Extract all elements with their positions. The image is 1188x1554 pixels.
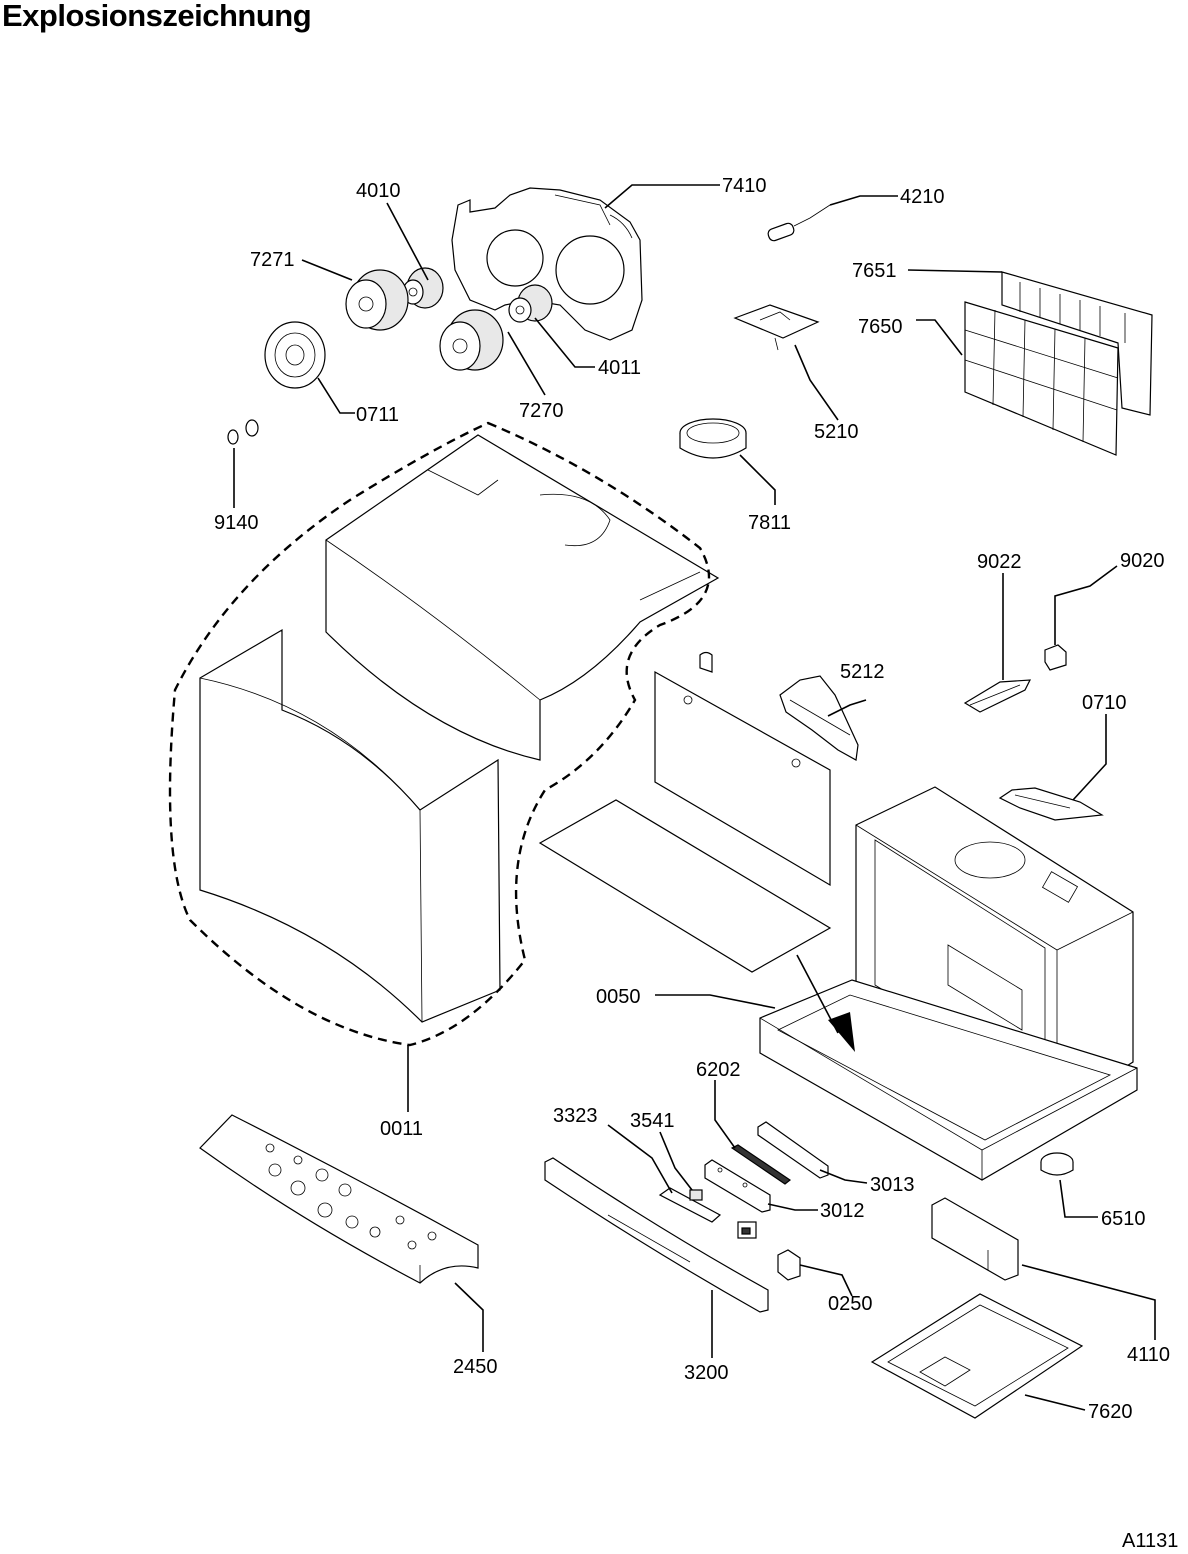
part-label-6202: 6202 bbox=[696, 1059, 741, 1081]
part-label-3200: 3200 bbox=[684, 1362, 729, 1384]
page-title: Explosionszeichnung bbox=[2, 0, 312, 33]
part-label-4010: 4010 bbox=[356, 180, 401, 202]
direction-arrow bbox=[796, 954, 855, 1052]
part-label-0050: 0050 bbox=[596, 986, 641, 1008]
bottom-frame-part bbox=[759, 979, 1138, 1181]
part-label-0250: 0250 bbox=[828, 1293, 873, 1315]
part-label-6510: 6510 bbox=[1101, 1208, 1146, 1230]
circuit-board-3012-part bbox=[704, 1159, 771, 1213]
part-label-3323: 3323 bbox=[553, 1105, 598, 1127]
part-label-4011: 4011 bbox=[598, 357, 641, 379]
chimney-assembly-outline bbox=[168, 421, 711, 1047]
part-label-4210: 4210 bbox=[900, 186, 945, 208]
part-label-9140: 9140 bbox=[214, 512, 259, 534]
part-label-7270: 7270 bbox=[519, 400, 564, 422]
part-label-0011: 0011 bbox=[380, 1118, 423, 1140]
part-label-3012: 3012 bbox=[820, 1200, 865, 1222]
part-label-3013: 3013 bbox=[870, 1174, 915, 1196]
control-strip-3200-part bbox=[544, 1157, 769, 1313]
part-label-7410: 7410 bbox=[722, 175, 767, 197]
part-label-9020: 9020 bbox=[1120, 550, 1165, 572]
nuts-9140-part bbox=[227, 419, 259, 445]
blower-housing-part bbox=[451, 187, 643, 341]
baffle-panel-0050-part bbox=[654, 651, 831, 887]
lamp-holder-5210-part bbox=[733, 304, 820, 351]
front-trim-2450-part bbox=[199, 1114, 479, 1284]
connector-part bbox=[737, 1221, 757, 1239]
knob-6510-part bbox=[1040, 1152, 1074, 1176]
collar-ring-7811-part bbox=[679, 418, 747, 459]
part-label-7620: 7620 bbox=[1088, 1401, 1133, 1423]
part-label-4110: 4110 bbox=[1127, 1344, 1170, 1366]
grease-filter-7620-part bbox=[870, 1293, 1084, 1419]
part-label-7651: 7651 bbox=[852, 260, 897, 282]
leader-lines bbox=[233, 184, 1156, 1411]
side-cover-4110-part bbox=[931, 1197, 1019, 1281]
part-label-5212: 5212 bbox=[840, 661, 885, 683]
part-label-9022: 9022 bbox=[977, 551, 1022, 573]
part-label-7811: 7811 bbox=[748, 512, 791, 534]
fan-wheel-7270-part bbox=[439, 309, 504, 371]
document-id: A1131 bbox=[1122, 1530, 1179, 1552]
cover-plate-0710-part bbox=[998, 787, 1104, 821]
motor-4011-part bbox=[508, 284, 553, 323]
board-3013-part bbox=[757, 1121, 829, 1179]
clip-9020-part bbox=[1044, 644, 1067, 671]
part-label-0710: 0710 bbox=[1082, 692, 1127, 714]
part-label-3541: 3541 bbox=[630, 1110, 675, 1132]
switch-block-3323-part bbox=[658, 1187, 722, 1223]
bracket-5212-part bbox=[779, 675, 859, 761]
grille-0711-part bbox=[264, 321, 326, 389]
part-label-5210: 5210 bbox=[814, 421, 859, 443]
rod-6202-part bbox=[730, 1144, 792, 1185]
fan-wheel-7271-part bbox=[345, 269, 409, 331]
lower-chimney-cover-part bbox=[199, 628, 501, 1023]
lamp-4210-part bbox=[767, 204, 831, 242]
carbon-filter-7650-part bbox=[964, 301, 1119, 456]
switch-3541-part bbox=[689, 1189, 703, 1201]
motor-4010-part bbox=[402, 267, 444, 309]
upper-chimney-cover-part bbox=[325, 434, 720, 761]
part-label-7650: 7650 bbox=[858, 316, 903, 338]
part-label-2450: 2450 bbox=[453, 1356, 498, 1378]
socket-0250-part bbox=[777, 1249, 801, 1281]
filter-frame-7651-part bbox=[1001, 271, 1153, 416]
part-label-7271: 7271 bbox=[250, 249, 295, 271]
part-label-0711: 0711 bbox=[356, 404, 399, 426]
glass-sheet-part bbox=[538, 799, 832, 973]
runner-9022-part bbox=[963, 679, 1032, 713]
